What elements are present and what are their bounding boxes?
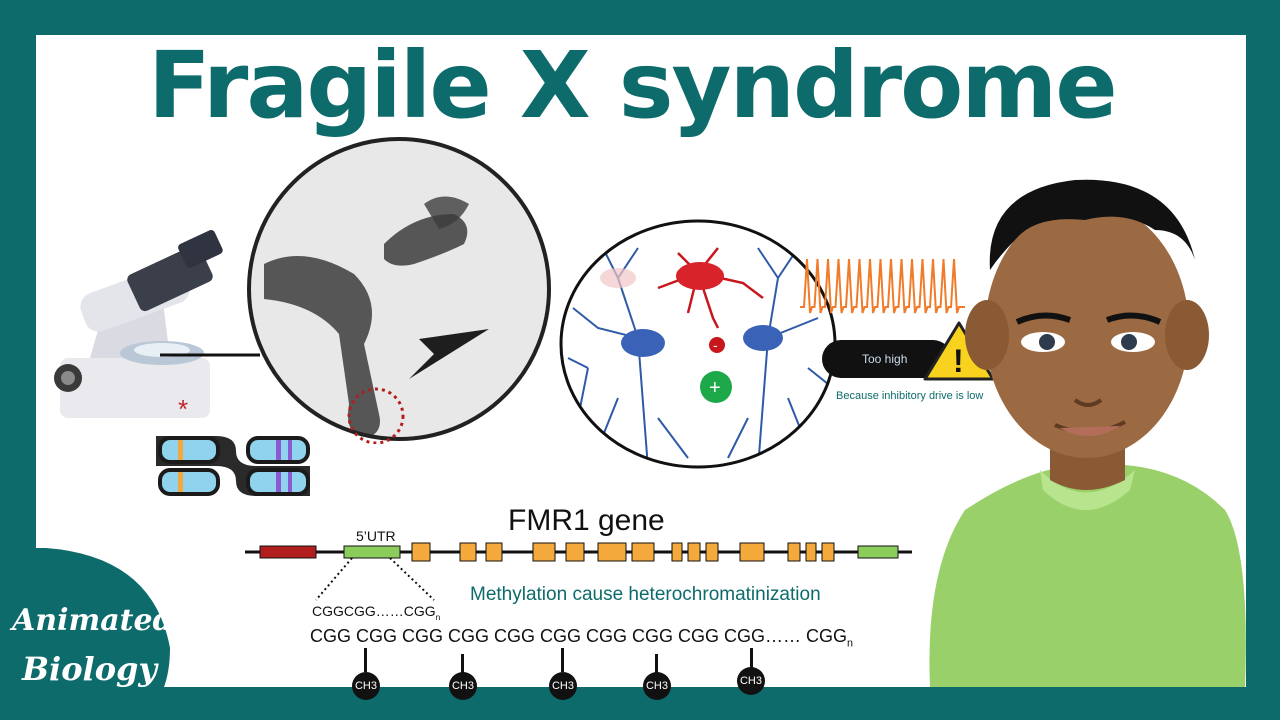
methyl-tag: CH3: [549, 672, 577, 700]
methyl-tag: CH3: [643, 672, 671, 700]
exon: [687, 542, 701, 562]
methyl-tag: CH3: [737, 667, 765, 695]
exon: [485, 542, 503, 562]
too-high-text: Too high: [862, 352, 908, 366]
exon: [532, 542, 556, 562]
exon: [705, 542, 719, 562]
exon: [671, 542, 683, 562]
exon: [739, 542, 765, 562]
asterisk-icon: *: [178, 394, 188, 424]
inhibitory-symbol: -: [713, 337, 718, 353]
logo-text-animated: Animated: [9, 603, 174, 638]
gene-name: FMR1 gene: [508, 504, 665, 537]
fmr1-gene-map: [245, 542, 912, 601]
patient-illustration: [929, 179, 1246, 687]
exon: [459, 542, 477, 562]
animated-biology-logo: Animated Biology: [0, 548, 174, 720]
exon: [411, 542, 431, 562]
chromosome-icon: [156, 436, 310, 496]
exon: [787, 542, 801, 562]
svg-text:!: !: [953, 343, 964, 379]
inhibitory-note: Because inhibitory drive is low: [836, 390, 984, 402]
cgg-repeat-long: CGG CGG CGG CGG CGG CGG CGG CGG CGG CGG……: [310, 626, 854, 650]
exon: [805, 542, 817, 562]
exon: [597, 542, 627, 562]
neuron-network-diagram: - +: [559, 219, 837, 469]
methyl-tag: CH3: [449, 672, 477, 700]
logo-text-biology: Biology: [21, 650, 159, 688]
fragile-site-marker: [347, 387, 405, 444]
pointer-line: [160, 353, 260, 357]
cgg-repeat-short: CGGCGG……CGGn: [312, 603, 441, 622]
methylation-caption: Methylation cause heterochromatinization: [470, 584, 821, 605]
exon: [821, 542, 835, 562]
methyl-tag: CH3: [352, 672, 380, 700]
chromosome-micrograph: [247, 137, 551, 444]
utr-region: [343, 545, 401, 559]
utr-label: 5’UTR: [356, 528, 396, 544]
page-title: Fragile X syndrome: [148, 32, 1118, 139]
exon: [631, 542, 655, 562]
excitatory-symbol: +: [709, 377, 721, 399]
spike-train-graph: [800, 258, 965, 314]
exon: [565, 542, 585, 562]
microscope-illustration: *: [54, 229, 223, 424]
